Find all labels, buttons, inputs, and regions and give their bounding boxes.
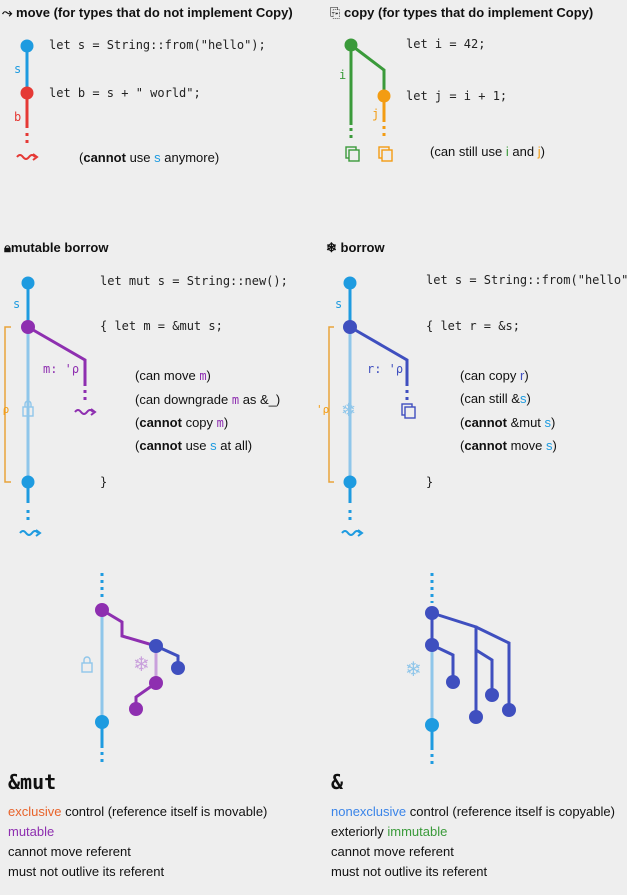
summary-mut-line-2: mutable xyxy=(8,824,55,839)
mut-label-rho: 'ρ xyxy=(0,403,10,416)
summary-mut-heading: &mut xyxy=(8,770,57,794)
summary-mut-line-3: cannot move referent xyxy=(8,844,131,859)
lock-icon xyxy=(81,656,93,673)
copy-label-i: i xyxy=(339,68,347,82)
mut-note-1: (can move m) xyxy=(135,368,211,383)
borrow-diagram xyxy=(328,276,416,537)
mut-code-line-3: } xyxy=(100,475,108,489)
move-node-b xyxy=(20,86,34,100)
move-note: (cannot use s anymore) xyxy=(79,150,220,165)
borrow-code-line-1: let s = String::from("hello"); xyxy=(426,273,627,287)
summary-shared-line-3: cannot move referent xyxy=(331,844,454,859)
summary-shared-line-1: nonexclusive control (reference itself i… xyxy=(331,804,615,819)
squiggle-arrow-icon xyxy=(74,409,94,415)
move-code-line-2: let b = s + " world"; xyxy=(49,86,201,100)
mut-code-line-2: { let m = &mut s; xyxy=(100,319,223,333)
snowflake-icon: ❄ xyxy=(326,240,337,255)
borrow-note-4: (cannot move s) xyxy=(460,438,557,453)
snowflake-icon: ❄ xyxy=(133,654,150,676)
move-node-s xyxy=(20,39,34,53)
move-heading: ⤳ move (for types that do not implement … xyxy=(2,5,293,20)
copy-icon xyxy=(401,403,416,419)
borrow-note-3: (cannot &mut s) xyxy=(460,415,556,430)
squiggle-arrow-icon: ⤳ xyxy=(2,5,13,20)
mut-label-s: s xyxy=(13,297,21,311)
mut-note-2: (can downgrade m as &_) xyxy=(135,392,281,407)
summary-mut-line-4: must not outlive its referent xyxy=(8,864,165,879)
summary-shared-line-4: must not outlive its referent xyxy=(331,864,488,879)
summary-shared-heading: & xyxy=(331,770,344,794)
summary-mut-line-1: exclusive control (reference itself is m… xyxy=(8,804,268,819)
mutable-borrow-heading: 🔒︎mutable borrow xyxy=(4,240,109,255)
move-label-s: s xyxy=(14,62,22,76)
copy-code-line-2: let j = i + 1; xyxy=(406,89,508,103)
copy-label-j: j xyxy=(372,107,380,121)
copy-icon xyxy=(378,146,393,162)
copy-icon: ⎘ xyxy=(330,5,341,20)
borrow-note-2: (can still &s) xyxy=(460,391,531,406)
copy-icon xyxy=(345,146,360,162)
snowflake-icon: ❄ xyxy=(405,659,422,681)
move-label-b: b xyxy=(14,110,22,124)
borrow-label-r: r: 'ρ xyxy=(367,362,404,376)
copy-diagram xyxy=(344,38,393,162)
borrow-note-1: (can copy r) xyxy=(460,368,529,383)
mutable-borrow-diagram xyxy=(4,276,97,537)
borrow-code-line-2: { let r = &s; xyxy=(426,319,520,333)
borrow-label-rho: 'ρ xyxy=(316,403,330,416)
mut-tree-diagram xyxy=(81,573,185,765)
lock-icon: 🔒︎ xyxy=(4,240,11,255)
mut-code-line-1: let mut s = String::new(); xyxy=(100,274,288,288)
copy-code-line-1: let i = 42; xyxy=(406,37,486,51)
copy-heading: ⎘ copy (for types that do implement Copy… xyxy=(330,5,594,20)
mut-note-4: (cannot use s at all) xyxy=(135,438,253,453)
borrow-code-line-3: } xyxy=(426,475,434,489)
move-code-line-1: let s = String::from("hello"); xyxy=(49,38,266,52)
shared-tree-diagram xyxy=(425,573,516,766)
move-diagram xyxy=(16,39,39,161)
copy-note: (can still use i and j) xyxy=(430,144,545,159)
summary-shared-line-2: exteriorly immutable xyxy=(331,824,448,839)
squiggle-arrow-icon xyxy=(341,530,361,536)
squiggle-arrow-icon xyxy=(19,530,39,536)
lock-icon xyxy=(22,400,34,417)
squiggle-arrow-icon xyxy=(16,154,36,160)
borrow-heading: ❄ borrow xyxy=(326,240,385,255)
borrow-label-s: s xyxy=(335,297,343,311)
mut-label-m: m: 'ρ xyxy=(43,362,80,376)
mut-note-3: (cannot copy m) xyxy=(135,415,229,430)
snowflake-icon: ❄ xyxy=(341,400,357,420)
